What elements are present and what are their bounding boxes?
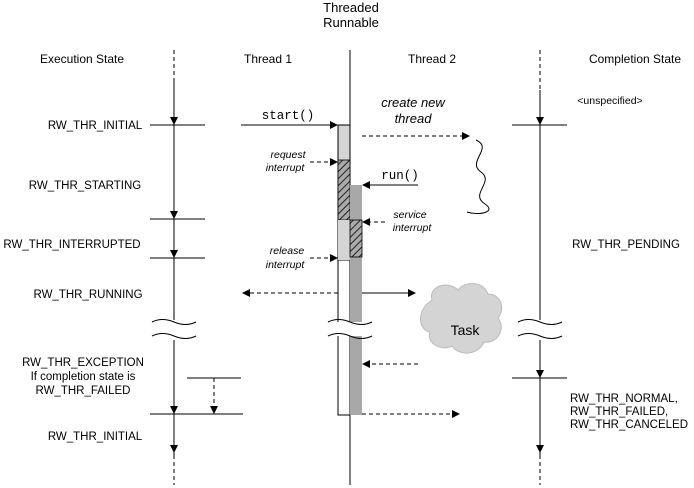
- call-run: run(): [381, 169, 419, 183]
- header-thread-2: Thread 2: [408, 52, 456, 66]
- title-line-2: Runnable: [323, 15, 379, 30]
- header-execution-state: Execution State: [40, 52, 124, 66]
- state-running: RW_THR_RUNNING: [33, 289, 142, 301]
- state-initial-bottom: RW_THR_INITIAL: [48, 431, 143, 443]
- task-cloud: Task: [420, 283, 503, 354]
- state-starting: RW_THR_STARTING: [29, 180, 142, 192]
- completion-normal: RW_THR_NORMAL,: [570, 393, 678, 405]
- task-label: Task: [451, 322, 481, 338]
- annotation-service-interrupt: interrupt: [393, 222, 433, 234]
- annotation-release-interrupt: interrupt: [266, 259, 306, 271]
- annotation-service: service: [393, 209, 426, 221]
- state-interrupted: RW_THR_INTERRUPTED: [3, 239, 140, 251]
- thread-spawn-squiggle: [466, 139, 490, 215]
- header-thread-1: Thread 1: [244, 52, 292, 66]
- execution-timeline: [150, 50, 243, 485]
- annotation-release: release: [270, 245, 305, 257]
- completion-unspecified: <unspecified>: [577, 95, 642, 107]
- title-line-1: Threaded: [323, 0, 379, 15]
- header-completion-state: Completion State: [589, 52, 681, 66]
- state-exception-failed: RW_THR_FAILED: [35, 385, 130, 397]
- thread-activation-bars: [327, 124, 373, 416]
- completion-pending: RW_THR_PENDING: [572, 239, 680, 251]
- completion-canceled: RW_THR_CANCELED: [570, 419, 688, 431]
- state-initial-top: RW_THR_INITIAL: [48, 120, 143, 132]
- state-exception-condition: If completion state is: [31, 371, 136, 383]
- completion-failed: RW_THR_FAILED,: [570, 406, 668, 418]
- annotation-request-interrupt: interrupt: [266, 162, 306, 174]
- call-start: start(): [262, 109, 315, 123]
- state-exception: RW_THR_EXCEPTION: [22, 357, 144, 369]
- completion-timeline: [512, 50, 567, 485]
- annotation-request: request: [270, 149, 306, 161]
- annotation-create-new: create new: [381, 95, 446, 110]
- annotation-thread: thread: [395, 111, 433, 126]
